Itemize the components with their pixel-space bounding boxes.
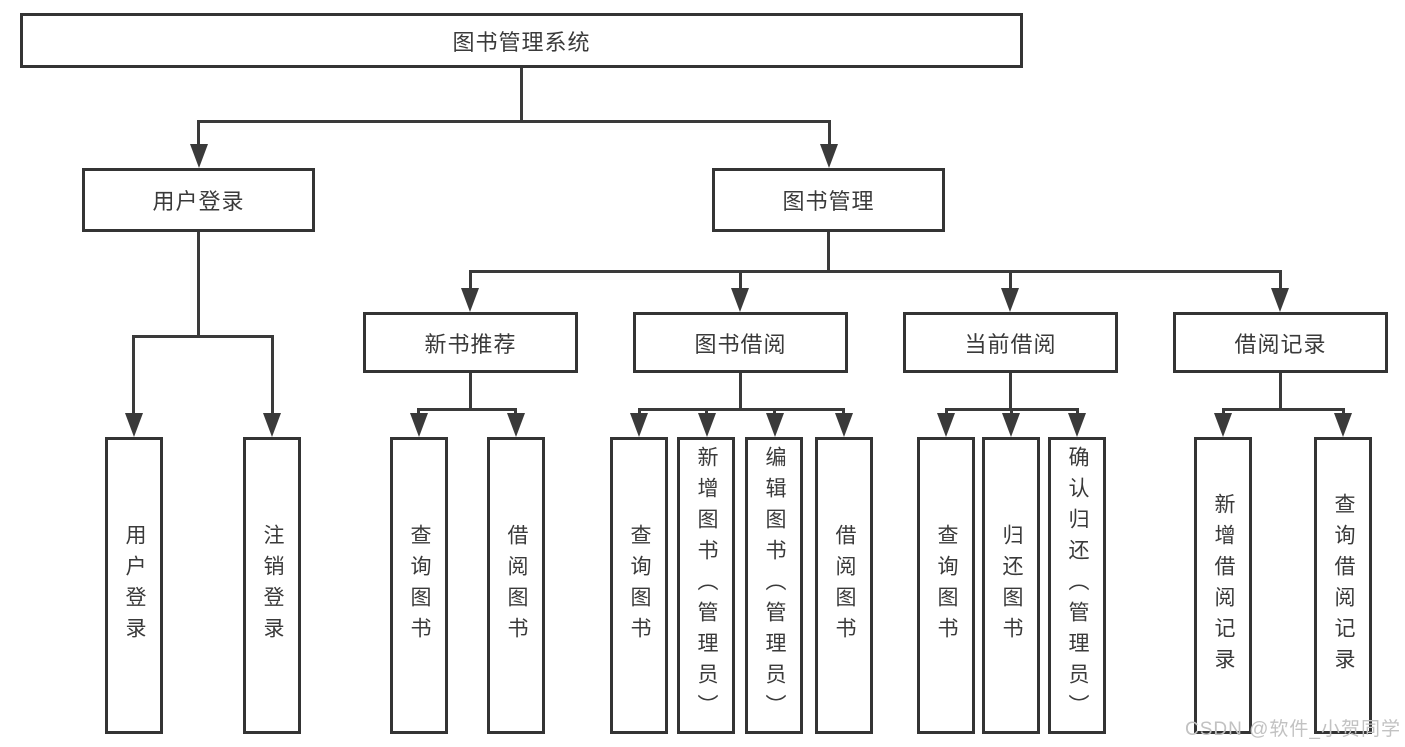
connector-line — [1222, 408, 1344, 411]
connector-line — [197, 232, 200, 337]
leaf-query-book-recommend: 查询图书 — [390, 437, 448, 734]
node-new-book-recommend: 新书推荐 — [363, 312, 578, 373]
leaf-edit-book-admin: 编辑图书（管理员） — [745, 437, 803, 734]
connector-line — [514, 408, 517, 416]
arrowhead — [1214, 413, 1232, 437]
arrowhead — [125, 413, 143, 437]
connector-line — [1010, 408, 1013, 416]
leaf-return-book: 归还图书 — [982, 437, 1040, 734]
connector-line — [197, 120, 831, 123]
leaf-logout-login: 注销登录 — [243, 437, 301, 734]
connector-line — [271, 335, 274, 415]
connector-line — [469, 270, 1282, 273]
arrowhead — [731, 288, 749, 312]
arrowhead — [410, 413, 428, 437]
arrowhead — [835, 413, 853, 437]
connector-line — [945, 408, 948, 416]
arrowhead — [937, 413, 955, 437]
connector-line — [469, 373, 472, 410]
arrowhead — [263, 413, 281, 437]
arrowhead — [1002, 413, 1020, 437]
watermark: CSDN @软件_小贺同学 — [1185, 719, 1401, 740]
connector-line — [773, 408, 776, 416]
leaf-query-borrow-record: 查询借阅记录 — [1314, 437, 1372, 734]
connector-line — [197, 120, 200, 146]
connector-line — [705, 408, 708, 416]
connector-line — [638, 408, 845, 411]
arrowhead — [461, 288, 479, 312]
connector-line — [739, 373, 742, 410]
connector-line — [638, 408, 641, 416]
connector-line — [828, 120, 831, 146]
connector-line — [827, 232, 830, 272]
arrowhead — [1001, 288, 1019, 312]
connector-line — [1279, 270, 1282, 290]
leaf-borrow-book-recommend: 借阅图书 — [487, 437, 545, 734]
connector-line — [417, 408, 420, 416]
leaf-confirm-return-admin: 确认归还（管理员） — [1048, 437, 1106, 734]
arrowhead — [766, 413, 784, 437]
arrowhead — [1271, 288, 1289, 312]
connector-line — [1076, 408, 1079, 416]
leaf-add-book-admin: 新增图书（管理员） — [677, 437, 735, 734]
leaf-user-login: 用户登录 — [105, 437, 163, 734]
connector-line — [132, 335, 135, 415]
leaf-query-book-borrow: 查询图书 — [610, 437, 668, 734]
connector-line — [1009, 373, 1012, 410]
arrowhead — [190, 144, 208, 168]
node-user-login: 用户登录 — [82, 168, 315, 232]
arrowhead — [630, 413, 648, 437]
leaf-query-book-current: 查询图书 — [917, 437, 975, 734]
connector-line — [1009, 270, 1012, 290]
connector-line — [1279, 373, 1282, 410]
node-root: 图书管理系统 — [20, 13, 1023, 68]
connector-line — [469, 270, 472, 290]
node-current-borrow: 当前借阅 — [903, 312, 1118, 373]
arrowhead — [507, 413, 525, 437]
connector-line — [520, 68, 523, 122]
connector-line — [1222, 408, 1225, 416]
connector-line — [132, 335, 274, 338]
arrowhead — [698, 413, 716, 437]
connector-line — [739, 270, 742, 290]
node-book-borrow: 图书借阅 — [633, 312, 848, 373]
arrowhead — [1068, 413, 1086, 437]
arrowhead — [820, 144, 838, 168]
node-book-management: 图书管理 — [712, 168, 945, 232]
leaf-borrow-book: 借阅图书 — [815, 437, 873, 734]
connector-line — [1342, 408, 1345, 416]
connector-line — [842, 408, 845, 416]
node-borrow-record: 借阅记录 — [1173, 312, 1388, 373]
leaf-add-borrow-record: 新增借阅记录 — [1194, 437, 1252, 734]
arrowhead — [1334, 413, 1352, 437]
connector-line — [417, 408, 517, 411]
